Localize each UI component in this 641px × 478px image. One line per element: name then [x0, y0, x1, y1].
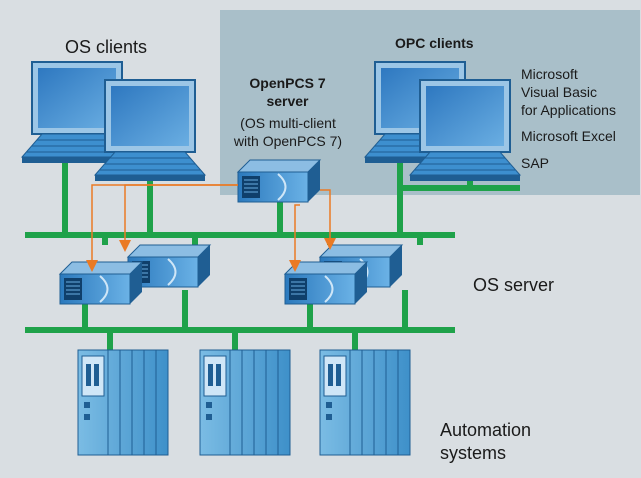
automation-systems-label-line2: systems [440, 443, 507, 463]
data-flow-arrows [86, 184, 336, 272]
opc-app-for-applications: for Applications [521, 102, 616, 118]
automation-system-1 [77, 349, 169, 456]
opc-app-sap: SAP [521, 155, 550, 171]
openpcs-title-line1: OpenPCS 7 [249, 75, 326, 91]
os-server-2 [59, 261, 143, 305]
opc-app-excel: Microsoft Excel [521, 128, 616, 144]
opc-client-pc-2 [409, 79, 521, 182]
automation-system-3 [319, 349, 411, 456]
openpcs-sub-line1: (OS multi-client [240, 115, 336, 131]
automation-system-2 [199, 349, 291, 456]
opc-app-visual-basic: Visual Basic [521, 84, 598, 100]
automation-systems-label-line1: Automation [440, 420, 532, 440]
openpcs-server [237, 159, 321, 203]
os-server-4 [284, 261, 368, 305]
openpcs-sub-line2: with OpenPCS 7) [233, 133, 343, 149]
opc-app-microsoft: Microsoft [521, 66, 578, 82]
os-client-pc-2 [94, 79, 206, 182]
openpcs-title-line2: server [266, 93, 309, 109]
opc-clients-label: OPC clients [395, 35, 474, 51]
os-server-label: OS server [473, 275, 555, 295]
os-clients-label: OS clients [65, 37, 148, 57]
